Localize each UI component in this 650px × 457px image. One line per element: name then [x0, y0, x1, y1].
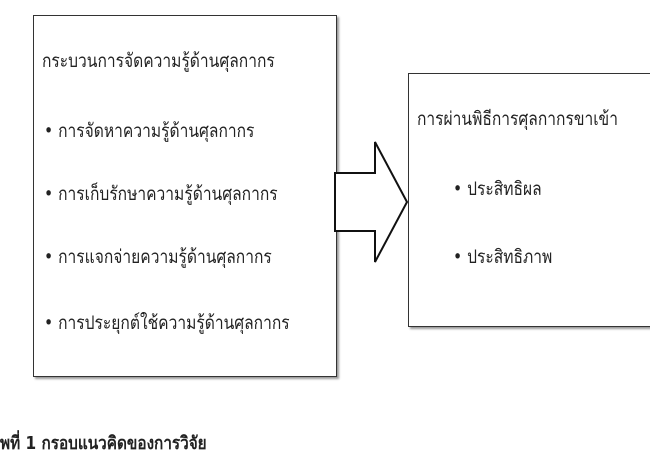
list-item: การแจกจ่ายความรู้ด้านศุลกากร [44, 242, 272, 272]
list-item: การเก็บรักษาความรู้ด้านศุลกากร [44, 179, 278, 209]
figure-caption: พที่ 1 กรอบแนวคิดของการวิจัย [0, 433, 207, 454]
right-box-title: การผ่านพิธีการศุลกากรขาเข้า [417, 108, 618, 130]
list-item: ประสิทธิผล [453, 174, 542, 204]
list-item: การประยุกต์ใช้ความรู้ด้านศุลกากร [44, 308, 290, 338]
dependent-variable-box: การผ่านพิธีการศุลกากรขาเข้า ประสิทธิผล ป… [408, 73, 650, 327]
list-item: การจัดหาความรู้ด้านศุลกากร [44, 116, 254, 146]
right-arrow-icon [334, 141, 409, 263]
independent-variable-box: กระบวนการจัดความรู้ด้านศุลกากร การจัดหาค… [33, 15, 337, 377]
list-item: ประสิทธิภาพ [453, 242, 552, 272]
left-box-title: กระบวนการจัดความรู้ด้านศุลกากร [42, 50, 275, 72]
